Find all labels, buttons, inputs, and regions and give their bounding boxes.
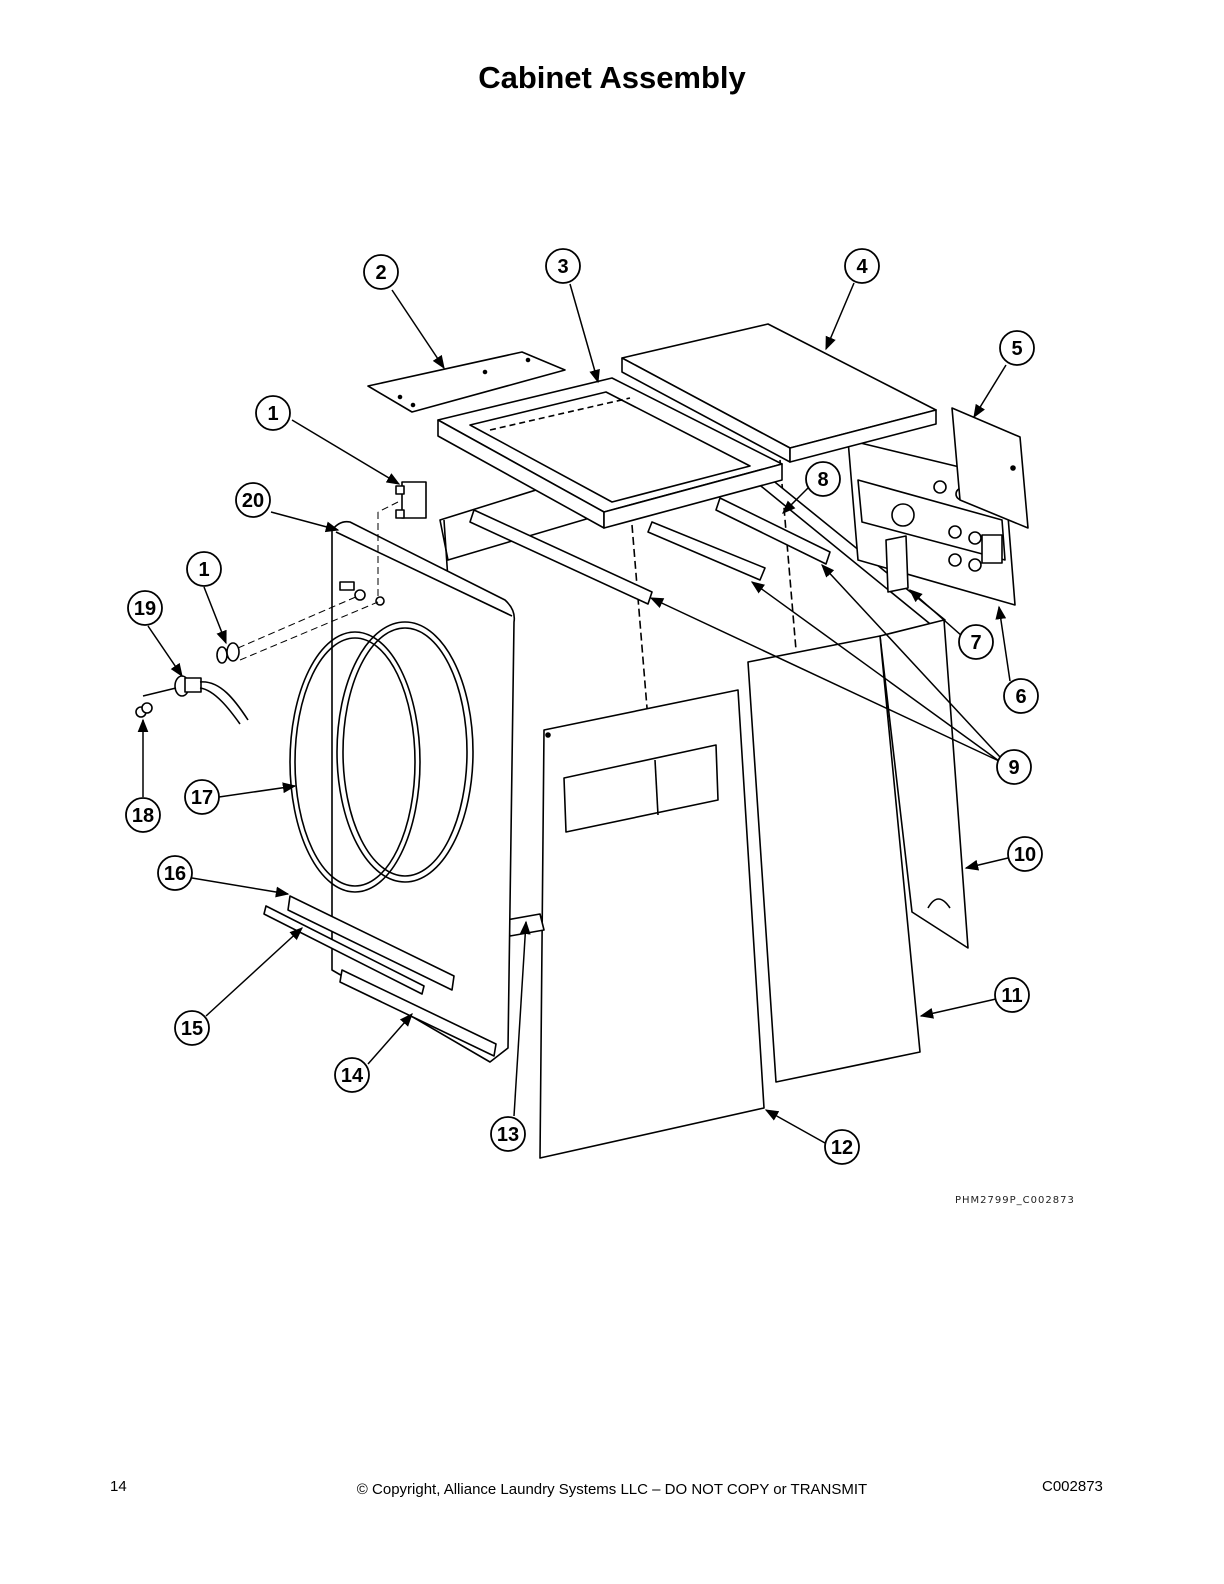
callout-c1a: 1 <box>255 395 291 431</box>
callout-c14: 14 <box>334 1057 370 1093</box>
callout-number: 9 <box>1008 757 1019 779</box>
part-front-panel <box>331 520 516 1063</box>
part-kick-plate-strip <box>263 905 425 995</box>
part-door-gasket <box>289 631 421 893</box>
callout-c18: 18 <box>125 797 161 833</box>
page-number: 14 <box>110 1478 127 1495</box>
callout-c11: 11 <box>994 977 1030 1013</box>
callout-number: 17 <box>191 787 213 809</box>
page-title: Cabinet Assembly <box>478 60 746 95</box>
part-keys <box>135 687 177 718</box>
callout-c3: 3 <box>545 248 581 284</box>
part-rear-label-plate <box>951 407 1029 529</box>
callout-c12: 12 <box>824 1129 860 1165</box>
part-top-cover-plate <box>367 351 566 413</box>
part-top-frame <box>437 377 783 529</box>
callout-c9: 9 <box>996 749 1032 785</box>
callout-number: 16 <box>164 863 186 885</box>
part-lock-nut <box>216 642 240 664</box>
part-side-panel-left <box>539 689 765 1159</box>
callout-number: 4 <box>856 256 868 278</box>
callout-c10: 10 <box>1007 836 1043 872</box>
callout-number: 11 <box>1001 985 1022 1007</box>
callout-c8: 8 <box>805 461 841 497</box>
document-code: C002873 <box>1042 1478 1103 1495</box>
callout-number: 12 <box>831 1137 853 1159</box>
callout-c5: 5 <box>999 330 1035 366</box>
callout-number: 5 <box>1011 338 1022 360</box>
callout-c1b: 1 <box>186 551 222 587</box>
part-key-lock <box>174 675 249 725</box>
part-toe-kick <box>339 969 497 1057</box>
callout-number: 15 <box>181 1018 203 1040</box>
callout-number: 8 <box>817 469 828 491</box>
callout-c20: 20 <box>235 482 271 518</box>
callout-number: 20 <box>242 490 264 512</box>
part-side-panel-right <box>747 635 921 1083</box>
callout-number: 13 <box>497 1124 519 1146</box>
callout-c2: 2 <box>363 254 399 290</box>
figure-code: PHM2799P_C002873 <box>955 1195 1075 1206</box>
part-door-switch-bracket <box>395 481 427 519</box>
callout-number: 3 <box>557 256 568 278</box>
callout-c16: 16 <box>157 855 193 891</box>
callout-number: 18 <box>132 805 154 827</box>
callout-number: 1 <box>198 559 209 581</box>
assembly-guide-lines <box>237 501 399 661</box>
part-trim-strip <box>287 895 455 991</box>
copyright-notice: © Copyright, Alliance Laundry Systems LL… <box>356 1481 868 1498</box>
callout-number: 14 <box>341 1065 364 1087</box>
callout-number: 19 <box>134 598 156 620</box>
callout-number: 10 <box>1014 844 1036 866</box>
part-top-panel <box>621 323 937 463</box>
callout-c19: 19 <box>127 590 163 626</box>
callout-c15: 15 <box>174 1010 210 1046</box>
callout-c6: 6 <box>1003 678 1039 714</box>
part-right-side-panel <box>879 619 969 949</box>
part-small-bracket <box>885 535 909 593</box>
callout-c4: 4 <box>844 248 880 284</box>
callout-c17: 17 <box>184 779 220 815</box>
callout-c7: 7 <box>958 624 994 660</box>
callout-number: 2 <box>375 262 386 284</box>
leader-arrows <box>137 282 1011 1144</box>
callout-c13: 13 <box>490 1116 526 1152</box>
callout-number: 1 <box>267 403 278 425</box>
callout-number: 7 <box>970 632 981 654</box>
callout-number: 6 <box>1015 686 1026 708</box>
